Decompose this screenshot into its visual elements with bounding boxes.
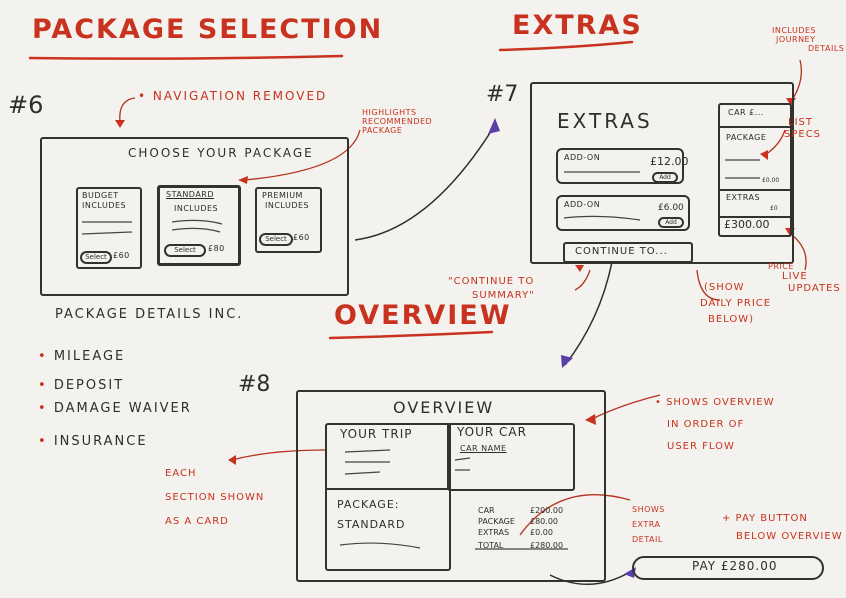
- package-name: Premium: [262, 191, 303, 200]
- note-extra-detail: Showsextradetail: [632, 505, 665, 544]
- arrow-continue: [574, 269, 591, 291]
- sidebar-total: £300.00: [724, 218, 770, 231]
- note-navigation-removed: • Navigation removed: [138, 89, 328, 103]
- addon-card[interactable]: Add-on £6.00 Add: [556, 195, 690, 231]
- package-card-budget[interactable]: Budget Includes Select £60: [76, 187, 142, 269]
- select-button[interactable]: Select: [259, 233, 293, 246]
- arrow-highlight: [244, 129, 361, 181]
- price-row: Extras£0.00: [478, 528, 553, 537]
- summary-sidebar: Car £... Package £0.00 Extras £0 £300.00: [718, 103, 792, 237]
- arrow-daily-bracket: [696, 269, 721, 301]
- price-row: Package£80.00: [478, 517, 558, 526]
- addon-card[interactable]: Add-on £12.00 Add: [556, 148, 689, 184]
- continue-label: Continue to...: [575, 246, 668, 257]
- flow-arrow-pay: [549, 571, 631, 585]
- arrow-nav: [119, 97, 136, 123]
- screen-number-7: #7: [486, 82, 519, 107]
- car-name: Car name: [460, 444, 507, 453]
- package-price: £80: [208, 244, 225, 253]
- package-includes: Includes: [82, 201, 127, 210]
- arrow-extra-detail: [519, 494, 631, 536]
- sidebar-extras-price: £0: [770, 205, 778, 212]
- detail-item-deposit: • Deposit: [38, 378, 125, 393]
- package-price: £60: [293, 233, 310, 242]
- arrow-card: [231, 449, 326, 461]
- overview-cards-left: [325, 423, 451, 571]
- arrow-price-live: [791, 234, 807, 271]
- extras-heading: Extras: [557, 109, 653, 133]
- arrow-overview-order: [589, 394, 661, 421]
- note-highlights: Highlights recommended package: [362, 108, 432, 136]
- flow-arrow-6-7: [354, 124, 496, 241]
- overview-heading: Overview: [393, 398, 495, 417]
- select-button[interactable]: Select: [164, 244, 206, 257]
- title-package-selection: Package Selection: [32, 14, 384, 45]
- sidebar-extras: Extras: [726, 193, 761, 202]
- detail-item-mileage: • Mileage: [38, 349, 126, 364]
- your-trip-card-title: Your trip: [340, 427, 413, 441]
- package-price: £60: [113, 251, 130, 260]
- note-list-specs: Listspecs: [784, 117, 822, 140]
- your-car-card-title: Your car: [457, 425, 527, 439]
- note-line: Highlights: [362, 108, 417, 117]
- addon-label: Add-on: [564, 153, 601, 162]
- detail-item-insurance: • Insurance: [38, 434, 148, 449]
- package-details-heading: Package details inc.: [55, 307, 244, 322]
- your-car-card: [447, 423, 575, 491]
- sidebar-package-price: £0.00: [762, 177, 780, 184]
- note-overview-order: • Shows overviewin order ofuser flow: [655, 397, 775, 452]
- package-includes: Includes: [265, 201, 310, 210]
- select-button[interactable]: Select: [80, 251, 112, 264]
- sidebar-package: Package: [726, 133, 767, 142]
- package-card-premium[interactable]: Premium Includes Select £60: [255, 187, 322, 253]
- total-row: Total£280.00: [478, 541, 564, 550]
- pay-button[interactable]: Pay £280.00: [632, 556, 824, 580]
- package-includes: Includes: [174, 204, 219, 213]
- screen-number-6: #6: [8, 91, 44, 119]
- package-details-list: • Mileage • Deposit • Damage waiver • In…: [38, 342, 192, 456]
- addon-price: £6.00: [658, 203, 684, 213]
- note-price-live: Priceliveupdates: [768, 262, 841, 294]
- note-line: recommended: [362, 117, 433, 127]
- screen-8-wireframe: [296, 390, 606, 582]
- title-underline-overview: [328, 330, 494, 340]
- sidebar-car: Car £...: [728, 108, 764, 117]
- note-pay-button: + Pay buttonbelow overview: [722, 513, 843, 542]
- screen-6-wireframe: [40, 137, 349, 296]
- addon-label: Add-on: [564, 200, 601, 209]
- note-card: Eachsection shownas a card: [165, 468, 265, 527]
- note-continue-summary: "Continue tosummary": [448, 276, 535, 301]
- note-line: package: [362, 126, 403, 136]
- package-card-standard[interactable]: Standard Includes Select £80: [157, 185, 241, 266]
- title-overview: Overview: [334, 300, 512, 331]
- add-button[interactable]: Add: [658, 217, 684, 228]
- price-row: Car£200.00: [478, 506, 564, 515]
- screen-7-wireframe: [530, 82, 794, 264]
- flow-arrow-7-8: [564, 261, 613, 366]
- title-underline-package: [28, 54, 344, 60]
- title-underline-extras: [498, 40, 634, 52]
- add-button[interactable]: Add: [652, 172, 678, 183]
- price-breakdown: Car£200.00 Package£80.00 Extras£0.00 Tot…: [478, 505, 563, 551]
- note-daily-price: (Showdaily pricebelow): [700, 282, 772, 325]
- screen-number-8: #8: [238, 372, 271, 397]
- pay-button-label: Pay £280.00: [692, 559, 778, 573]
- continue-button[interactable]: Continue to...: [563, 242, 693, 263]
- package-name: Standard: [166, 190, 215, 199]
- addon-price: £12.00: [650, 155, 689, 168]
- note-journey-details: Includesjourneydetails: [772, 26, 845, 54]
- title-extras: Extras: [512, 10, 643, 41]
- detail-item-damage-waiver: • Damage waiver: [38, 401, 192, 416]
- choose-package-heading: Choose your package: [128, 146, 314, 160]
- package-card: Package:Standard: [337, 498, 406, 531]
- package-name: Budget: [82, 191, 119, 200]
